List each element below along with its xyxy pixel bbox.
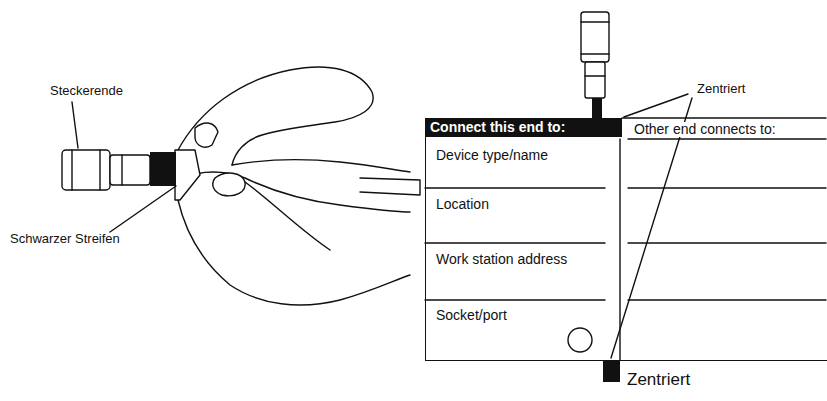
field-label: Location — [436, 197, 489, 212]
field-label: Work station address — [436, 252, 567, 267]
header-band: Connect this end to: — [425, 118, 622, 137]
note-label: Zentriert — [697, 82, 745, 96]
column-heading: Other end connects to: — [632, 122, 778, 137]
field-label: Device type/name — [436, 148, 548, 163]
part-name: Schwarzer Streifen — [10, 232, 120, 246]
field-label: Socket/port — [436, 308, 507, 323]
part-name: Steckerende — [50, 84, 123, 98]
header-text: Connect this end to: — [430, 120, 617, 135]
note-label: Zentriert — [627, 371, 690, 390]
